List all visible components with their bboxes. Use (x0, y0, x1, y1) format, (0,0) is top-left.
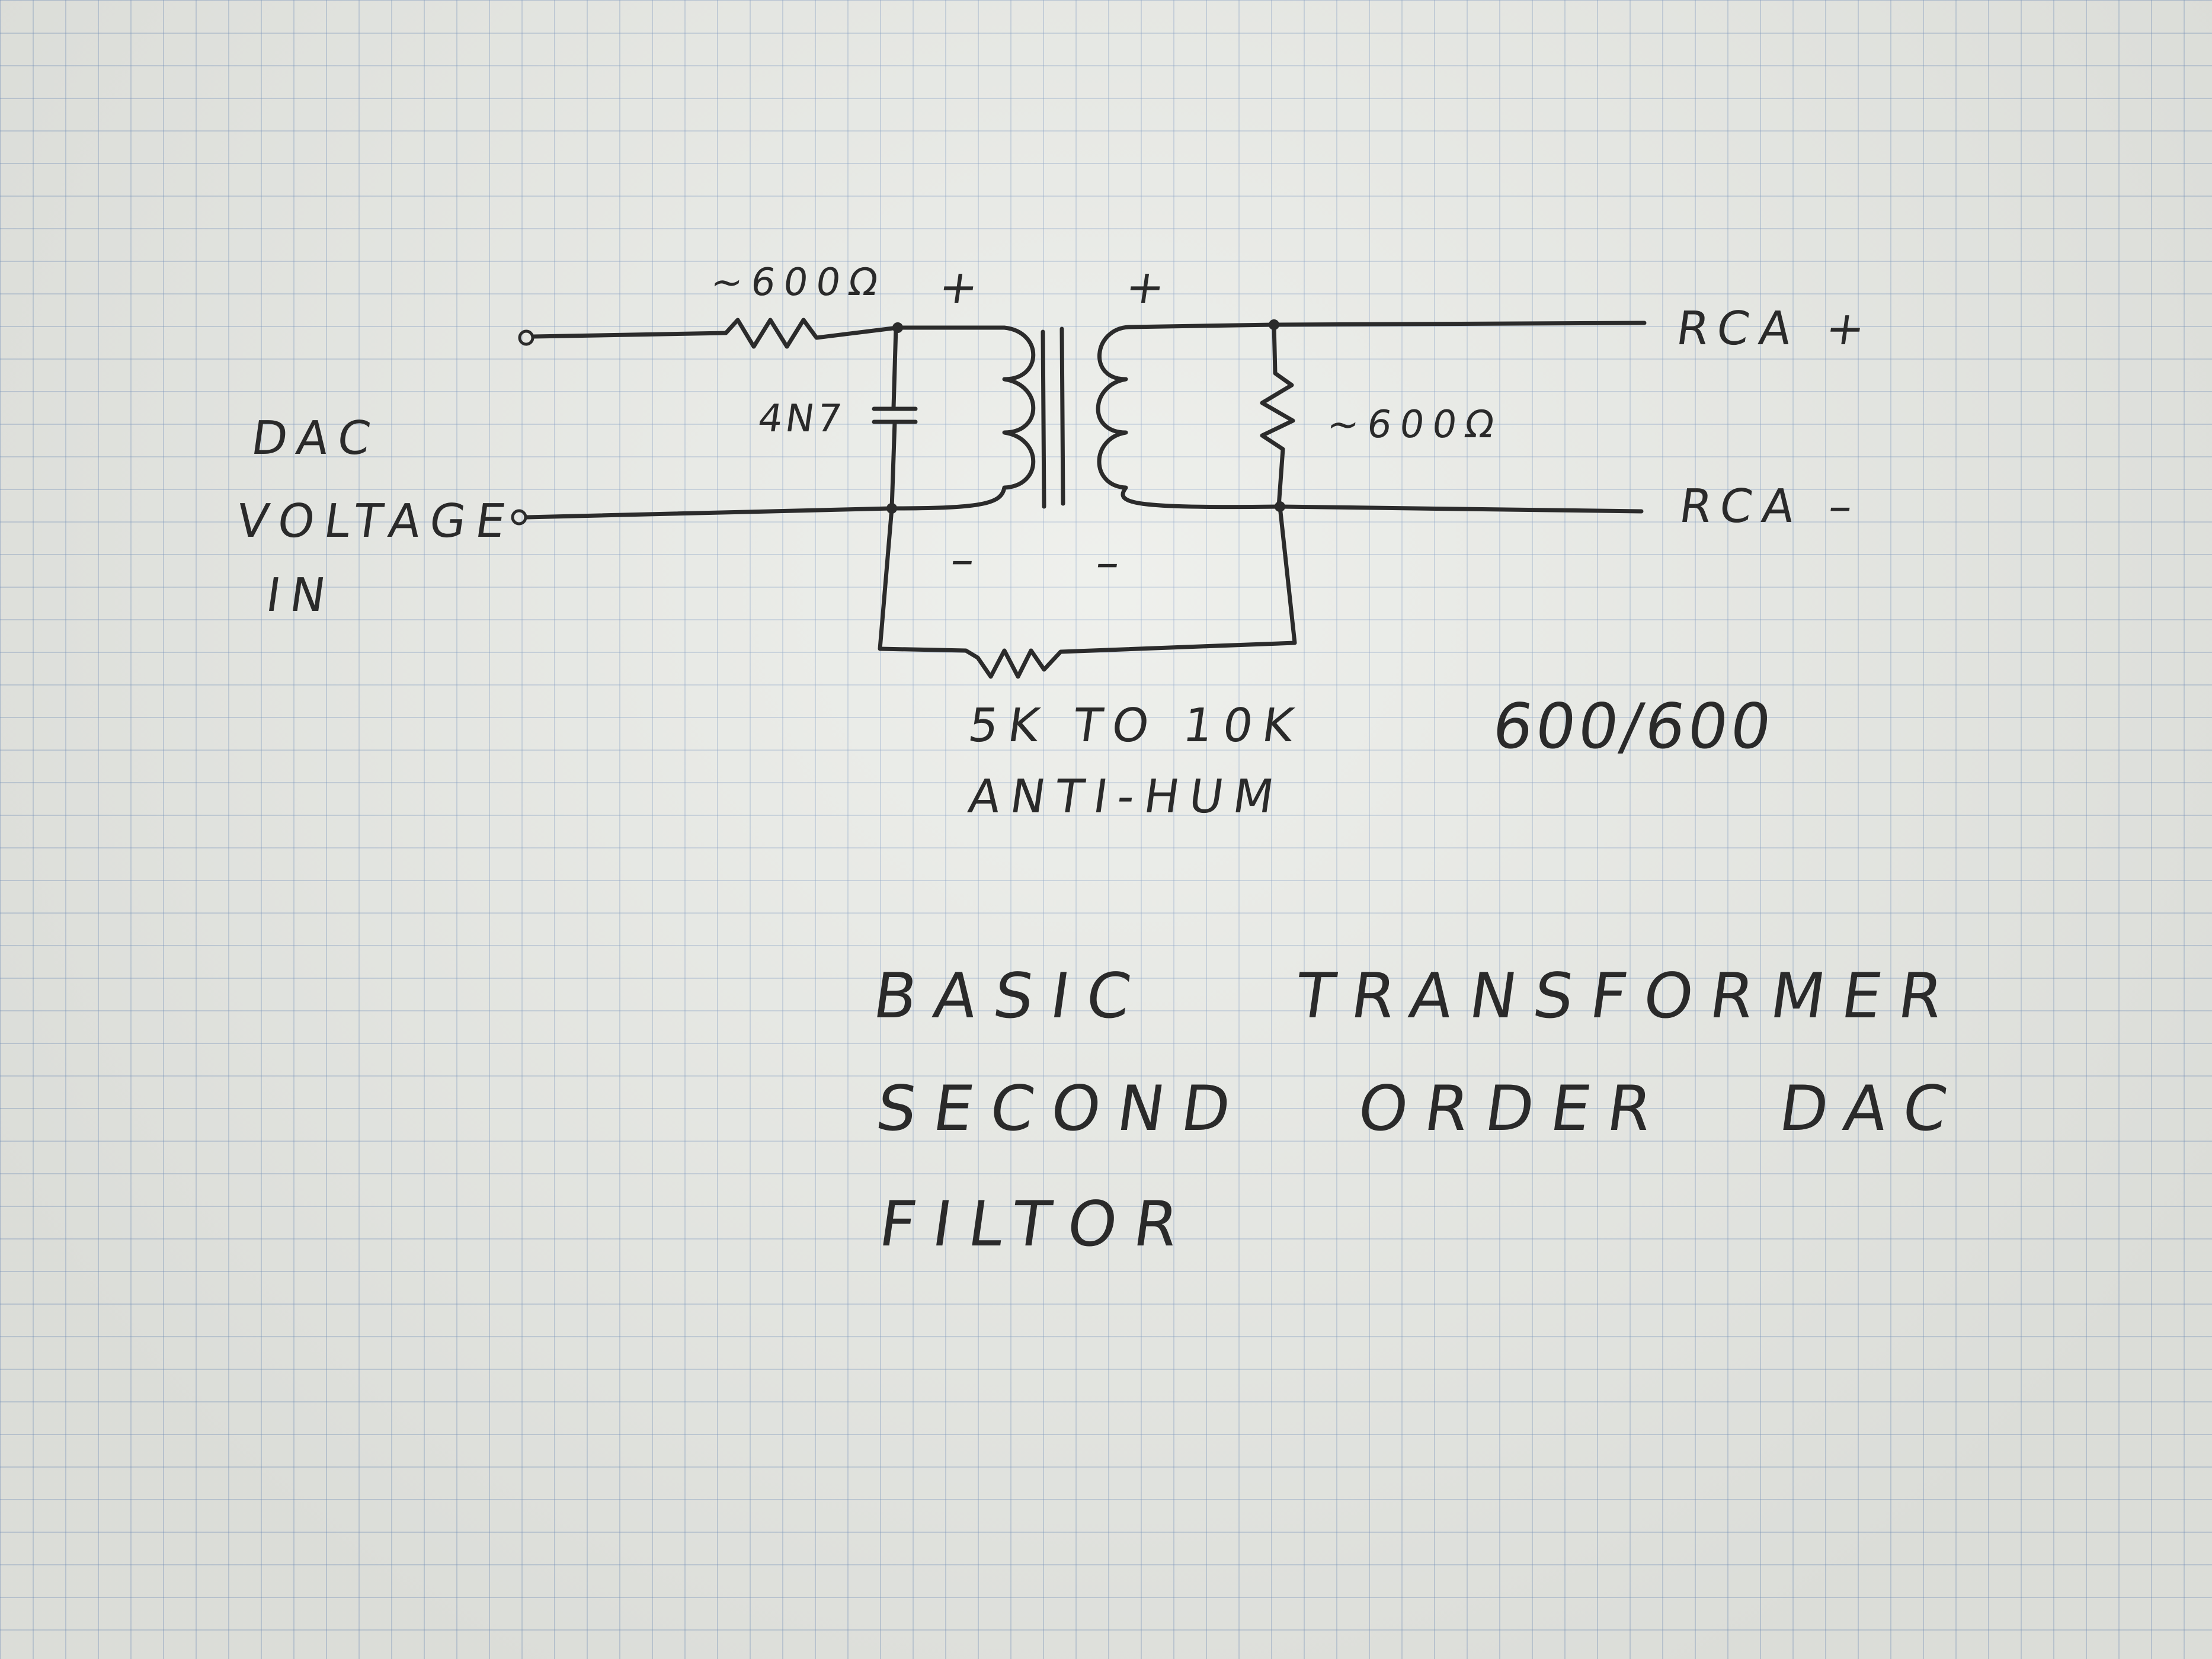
secondary-plus-label: + (1122, 261, 1179, 314)
input-ground-wire (524, 506, 894, 520)
output-plus-label: RCA + (1673, 302, 1879, 356)
transformer-core (1041, 326, 1065, 509)
antihum-value-label: 5K TO 10K (965, 699, 1307, 752)
junction-dot (886, 503, 897, 514)
junction-dot (1269, 319, 1279, 330)
secondary-winding (1096, 322, 1282, 510)
output-plus-wire (1272, 321, 1647, 327)
load-resistor-600 (1260, 322, 1295, 509)
title-line-3: FILTOR (875, 1188, 1201, 1260)
antihum-resistor-loop (878, 504, 1297, 679)
output-minus-label: RCA – (1676, 480, 1867, 533)
input-terminal-top (518, 329, 534, 346)
input-label-in: IN (263, 569, 339, 622)
capacitor-4n7 (872, 325, 918, 511)
primary-winding (889, 325, 1036, 511)
antihum-label: ANTI-HUM (965, 770, 1288, 824)
primary-plus-label: + (935, 261, 992, 314)
input-label-voltage: VOLTAGE (233, 495, 519, 548)
junction-dot (892, 322, 903, 333)
title-line-1: BASIC TRANSFORMER (869, 960, 1965, 1032)
load-resistor-label: ~600Ω (1324, 403, 1506, 447)
junction-dot (1275, 501, 1285, 512)
capacitor-label: 4N7 (755, 397, 847, 441)
series-resistor-600 (531, 318, 900, 349)
ratio-label: 600/600 (1488, 690, 1779, 763)
series-resistor-label: ~600Ω (708, 261, 889, 305)
output-minus-wire (1278, 504, 1644, 514)
input-label-dac: DAC (248, 412, 384, 465)
title-line-2: SECOND ORDER DAC (872, 1072, 1970, 1145)
